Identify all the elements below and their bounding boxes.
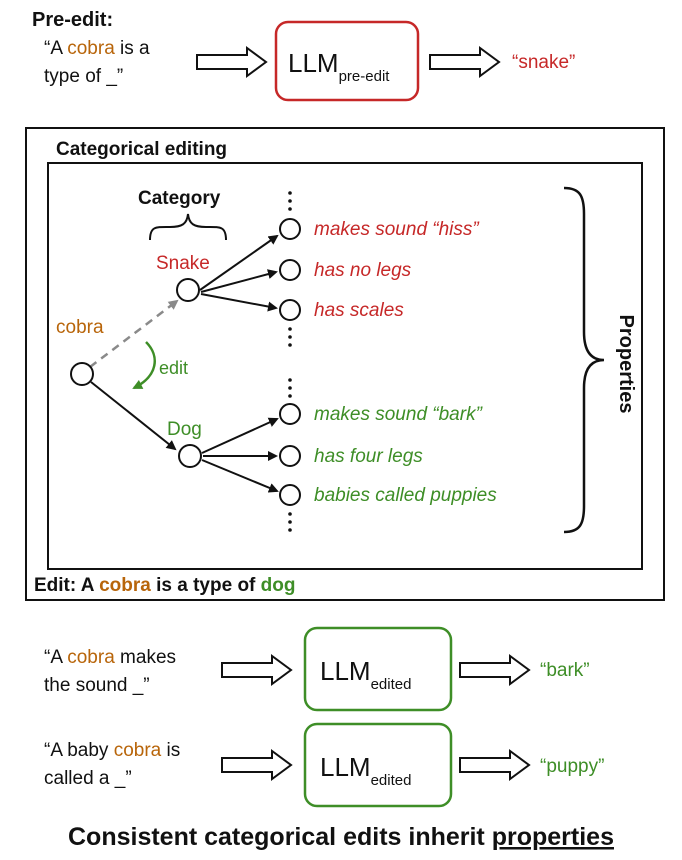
- llm-edited-box-2: [303, 722, 453, 808]
- pre-edit-output-arrow-icon: [429, 46, 501, 78]
- pre-edit-prompt-line2: type of _”: [44, 66, 123, 87]
- edit-label: edit: [159, 358, 188, 378]
- llm-edited-base-2: LLM: [320, 752, 371, 782]
- snake-label: Snake: [156, 253, 210, 274]
- snake-to-prop1-edge: [199, 234, 279, 291]
- edit-caption: Edit: A cobra is a type of dog: [34, 575, 295, 596]
- llm-edited-label-2: LLMedited: [320, 752, 411, 789]
- cobra-label: cobra: [56, 317, 104, 338]
- cobra-node: [70, 362, 94, 386]
- pre-edit-heading: Pre-edit:: [32, 9, 113, 31]
- llm-edited-label-1: LLMedited: [320, 656, 411, 693]
- dog-prop1-node: [279, 403, 301, 425]
- dog-property-2: has four legs: [314, 446, 423, 467]
- snake-node: [176, 278, 200, 302]
- dog-to-prop3-edge: [201, 459, 279, 493]
- llm-pre-edit-box: [274, 20, 420, 102]
- query2-output: “puppy”: [540, 756, 604, 777]
- query1-prompt-line1: “A cobra makes: [44, 647, 176, 668]
- pre-edit-prompt-subject: cobra: [67, 38, 115, 59]
- cobra-to-snake-edge: [89, 299, 179, 368]
- snake-ellipsis-bottom-icon: [288, 327, 292, 347]
- edit-caption-prefix: Edit: A: [34, 575, 99, 596]
- query1-output-arrow-icon: [459, 654, 531, 686]
- snake-prop1-node: [279, 218, 301, 240]
- dog-property-1: makes sound “bark”: [314, 404, 484, 425]
- edit-caption-middle: is a type of: [151, 575, 261, 596]
- category-brace-icon: [149, 213, 227, 241]
- footer-title: Consistent categorical edits inherit pro…: [68, 823, 614, 851]
- llm-edited-sub-2: edited: [371, 772, 412, 789]
- dog-node: [178, 444, 202, 468]
- pre-edit-input-arrow-icon: [196, 46, 268, 78]
- query1-prompt-line2: the sound _”: [44, 675, 150, 696]
- snake-to-prop2-edge: [200, 269, 278, 293]
- pre-edit-prompt-rest: is a: [115, 38, 150, 59]
- query2-input-arrow-icon: [221, 749, 293, 781]
- llm-pre-edit-sub: pre-edit: [339, 68, 391, 85]
- llm-edited-sub-1: edited: [371, 676, 412, 693]
- dog-ellipsis-bottom-icon: [288, 512, 292, 532]
- categorical-inner-frame: [47, 162, 643, 570]
- footer-text-main: Consistent categorical edits inherit: [68, 823, 492, 851]
- llm-edited-base-1: LLM: [320, 656, 371, 686]
- query2-prompt-line1: “A baby cobra is: [44, 740, 180, 761]
- dog-prop2-node: [279, 445, 301, 467]
- snake-ellipsis-top-icon: [288, 191, 292, 211]
- properties-label: Properties: [615, 315, 637, 414]
- query1-input-arrow-icon: [221, 654, 293, 686]
- properties-brace-icon: [563, 186, 605, 534]
- categorical-outer-frame: [25, 127, 665, 601]
- cobra-to-dog-edge: [90, 381, 177, 451]
- query2-prompt-line2: called a _”: [44, 768, 132, 789]
- footer-text-emph: properties: [492, 823, 614, 851]
- llm-edited-box-1: [303, 626, 453, 712]
- dog-ellipsis-top-icon: [288, 378, 292, 398]
- edit-arrow-icon: [132, 341, 156, 390]
- pre-edit-prompt-line1: “A cobra is a: [44, 38, 150, 59]
- pre-edit-prompt-open: “A: [44, 38, 67, 59]
- llm-pre-edit-base: LLM: [288, 48, 339, 78]
- query2-prompt-subject: cobra: [114, 740, 162, 761]
- edit-caption-object: dog: [261, 575, 296, 596]
- query2-output-arrow-icon: [459, 749, 531, 781]
- dog-prop3-node: [279, 484, 301, 506]
- snake-to-prop3-edge: [200, 293, 278, 312]
- snake-prop2-node: [279, 259, 301, 281]
- snake-prop3-node: [279, 299, 301, 321]
- query1-prompt-rest: makes: [115, 647, 176, 668]
- category-label: Category: [138, 188, 221, 209]
- snake-property-2: has no legs: [314, 260, 412, 281]
- dog-to-prop1-edge: [201, 417, 279, 454]
- dog-label: Dog: [167, 419, 202, 440]
- query2-prompt-open: “A baby: [44, 740, 114, 761]
- query2-prompt-rest: is: [161, 740, 180, 761]
- snake-property-3: has scales: [314, 300, 404, 321]
- dog-property-3: babies called puppies: [314, 485, 497, 506]
- categorical-title: Categorical editing: [56, 139, 227, 160]
- edit-caption-subject: cobra: [99, 575, 151, 596]
- snake-property-1: makes sound “hiss”: [314, 219, 480, 240]
- pre-edit-output: “snake”: [512, 52, 575, 73]
- query1-prompt-open: “A: [44, 647, 67, 668]
- llm-pre-edit-label: LLMpre-edit: [288, 48, 390, 85]
- query1-prompt-subject: cobra: [67, 647, 115, 668]
- query1-output: “bark”: [540, 660, 590, 681]
